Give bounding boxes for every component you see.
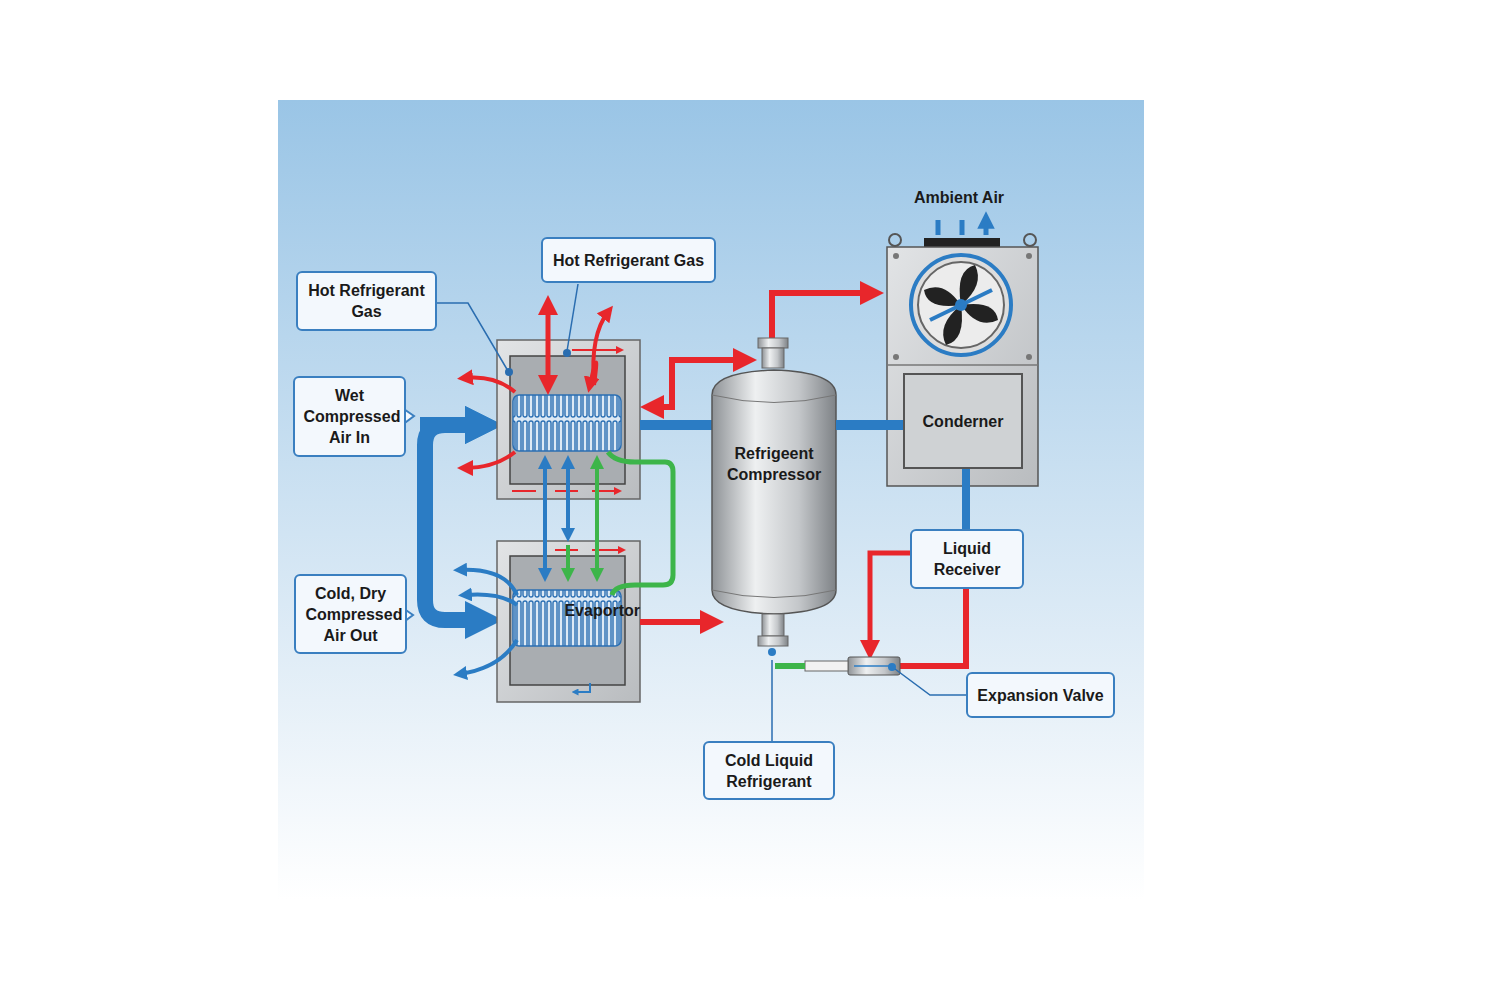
callout-box: Cold, Dry Compressed Air Out xyxy=(294,574,407,654)
callout-box: Hot Refrigerant Gas xyxy=(296,271,437,331)
node-text: Hot Refrigerant Gas xyxy=(553,250,704,271)
node-text: Conderner xyxy=(923,411,1004,432)
node-text: Liquid Receiver xyxy=(917,538,1017,580)
callout-box: Cold Liquid Refrigerant xyxy=(703,741,835,800)
evaporator: Evaportor xyxy=(497,541,640,702)
callout-box: Liquid Receiver xyxy=(910,529,1024,589)
part-label: Ambient Air xyxy=(914,189,1004,207)
node-text: Evaportor xyxy=(564,600,640,621)
node-text: Wet Compressed Air In xyxy=(304,385,396,448)
callout-box: Hot Refrigerant Gas xyxy=(541,237,716,283)
node-text: Expansion Valve xyxy=(977,685,1103,706)
node-text: Refrigeent Compressor xyxy=(719,443,829,485)
node-text: Cold, Dry Compressed Air Out xyxy=(306,583,396,646)
compressor: Refrigeent Compressor xyxy=(712,338,836,660)
condenser-panel: Conderner xyxy=(903,373,1023,469)
node-text: Cold Liquid Refrigerant xyxy=(710,750,828,792)
pipe-connector xyxy=(640,619,712,625)
callout-box: Expansion Valve xyxy=(966,672,1115,718)
pipe-connector xyxy=(962,469,970,529)
node-text: Hot Refrigerant Gas xyxy=(303,280,430,322)
callout-box: Wet Compressed Air In xyxy=(293,376,406,457)
pipe-connector xyxy=(771,660,773,741)
pipe-connector xyxy=(836,420,903,430)
